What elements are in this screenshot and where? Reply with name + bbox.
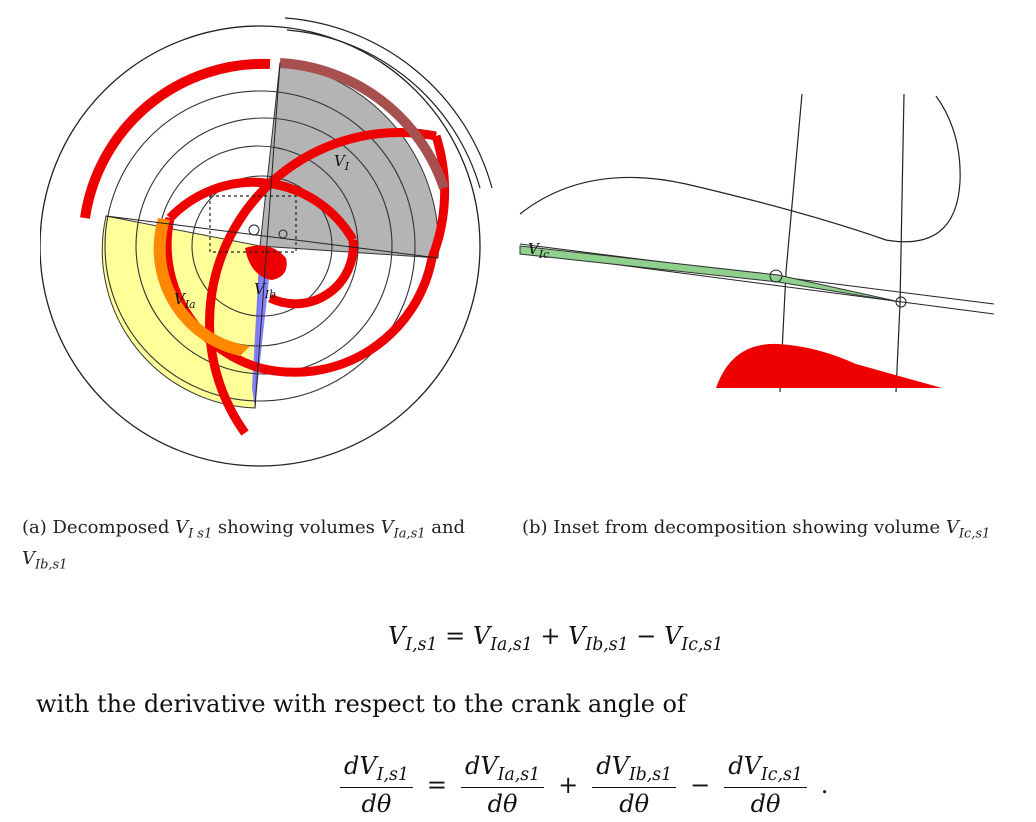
figure-b-drawing bbox=[519, 93, 995, 393]
label-vib: VIb bbox=[254, 280, 277, 301]
red-blob bbox=[716, 343, 942, 388]
body-text: with the derivative with respect to the … bbox=[36, 690, 686, 718]
figure-a-drawing bbox=[39, 17, 493, 467]
caption-a: (a) Decomposed VI s1 showing volumes VIa… bbox=[22, 517, 466, 573]
label-vic: VIc bbox=[528, 240, 550, 261]
figure-b: VIc bbox=[516, 92, 996, 393]
equation-1: VI,s1 = VIa,s1 + VIb,s1 − VIc,s1 bbox=[388, 622, 724, 656]
figure-a: VI VIa VIb bbox=[39, 8, 510, 483]
outer-circle bbox=[39, 25, 481, 467]
label-vi: VI bbox=[334, 152, 350, 173]
inset-box bbox=[209, 195, 297, 253]
label-via: VIa bbox=[174, 290, 196, 311]
overlap-orange bbox=[153, 218, 250, 356]
caption-b: (b) Inset from decomposition showing vol… bbox=[522, 517, 991, 542]
sliver-vic bbox=[519, 245, 901, 303]
